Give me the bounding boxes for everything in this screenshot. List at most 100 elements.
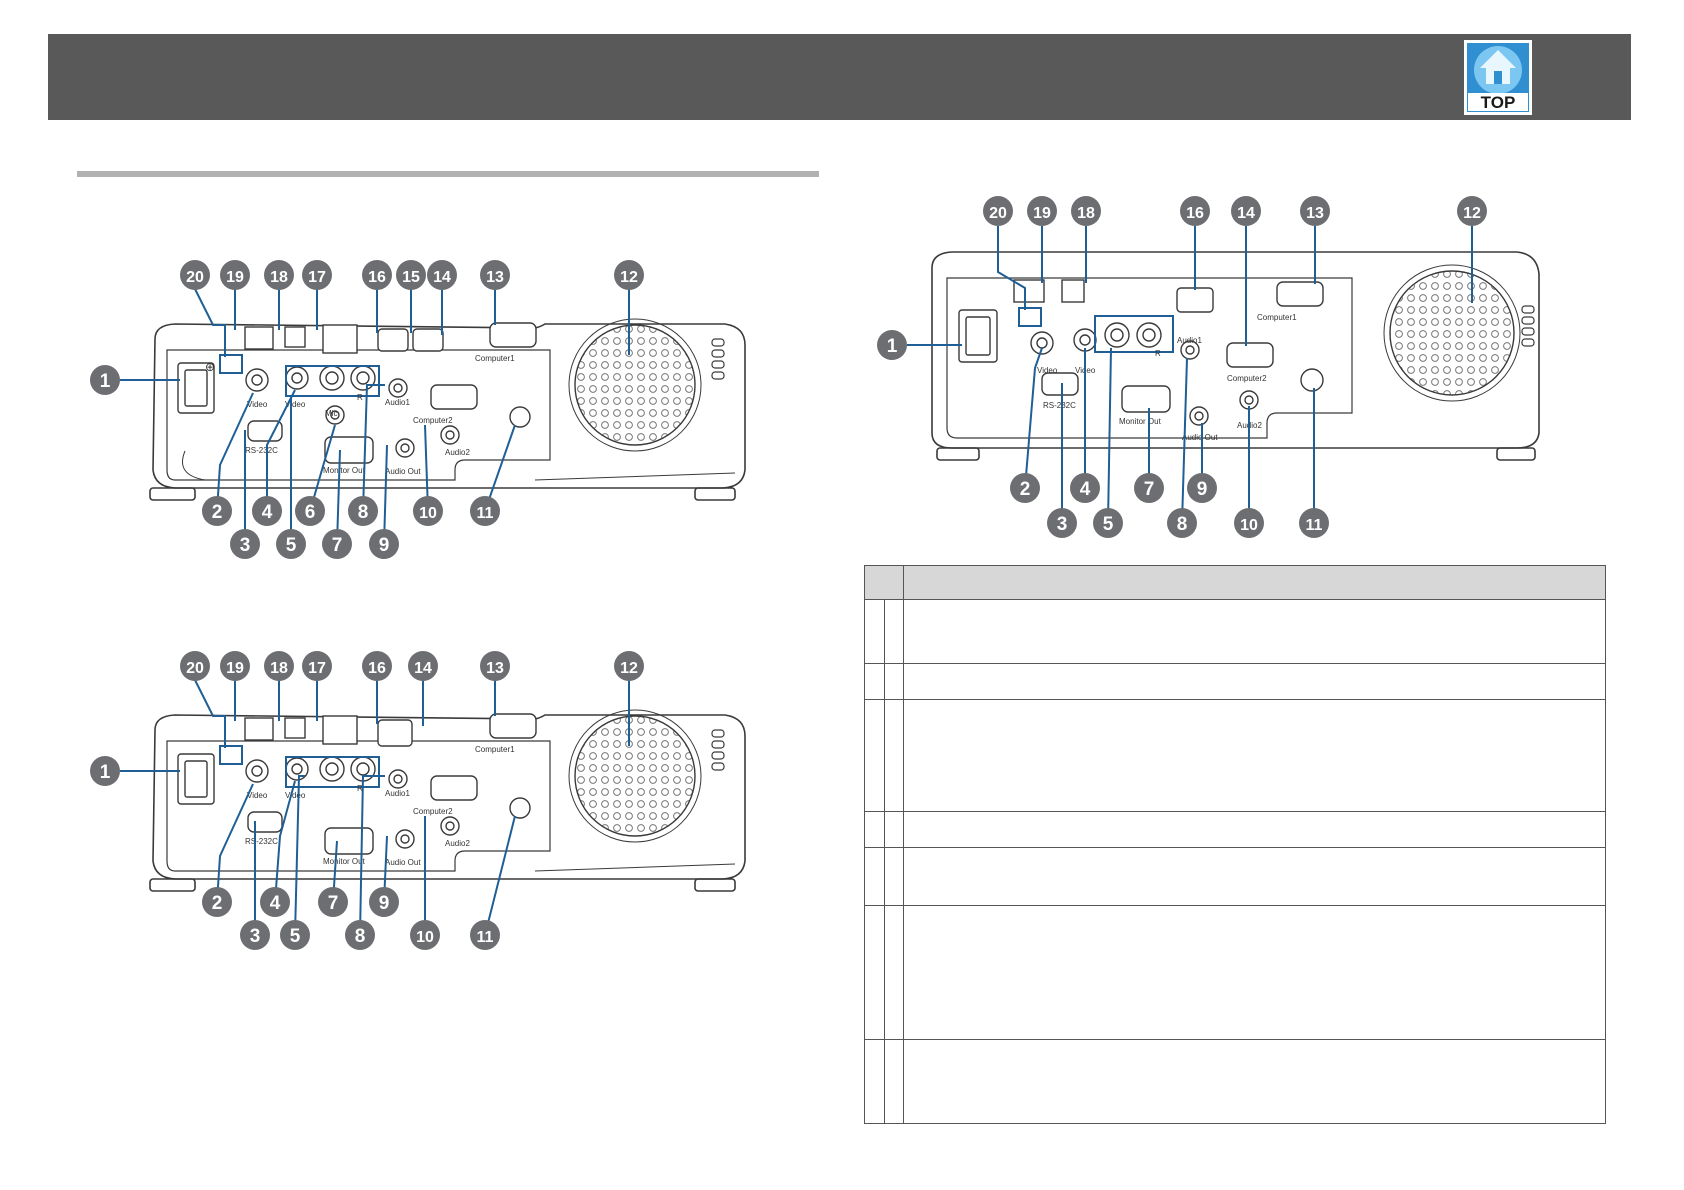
rear-panel-diagram-full: ⊕ Video Video RS-232C Monitor Out Audi xyxy=(90,260,746,559)
table-row xyxy=(864,599,1606,664)
svg-text:18: 18 xyxy=(270,269,288,286)
svg-text:4: 4 xyxy=(262,502,273,523)
svg-text:Computer1: Computer1 xyxy=(1257,313,1297,322)
table-row xyxy=(864,1039,1606,1124)
table-row xyxy=(864,811,1606,848)
page-header-bar xyxy=(48,34,1631,120)
svg-text:9: 9 xyxy=(379,893,390,914)
svg-text:12: 12 xyxy=(620,660,638,677)
svg-text:13: 13 xyxy=(1306,205,1324,222)
svg-text:8: 8 xyxy=(358,502,369,523)
top-button[interactable]: TOP xyxy=(1464,40,1532,115)
svg-text:Audio Out: Audio Out xyxy=(385,467,421,476)
svg-text:⊕: ⊕ xyxy=(205,360,215,374)
svg-text:13: 13 xyxy=(486,660,504,677)
svg-text:17: 17 xyxy=(308,660,326,677)
svg-text:16: 16 xyxy=(368,269,386,286)
rear-panel-diagram-standard: Video Video RS-232C Monitor Out Audio Ou… xyxy=(90,651,746,950)
svg-text:6: 6 xyxy=(305,502,316,523)
svg-text:3: 3 xyxy=(1057,514,1068,535)
svg-text:Video: Video xyxy=(247,400,268,409)
svg-text:13: 13 xyxy=(486,269,504,286)
svg-text:Audio1: Audio1 xyxy=(385,789,410,798)
svg-text:19: 19 xyxy=(1033,205,1051,222)
svg-text:R: R xyxy=(357,784,363,793)
svg-text:Audio2: Audio2 xyxy=(445,448,470,457)
svg-text:7: 7 xyxy=(1144,479,1155,500)
table-header-function xyxy=(903,565,1606,600)
table-row xyxy=(864,847,1606,906)
svg-text:19: 19 xyxy=(226,269,244,286)
svg-text:Computer2: Computer2 xyxy=(1227,374,1267,383)
svg-text:2: 2 xyxy=(212,893,223,914)
table-row xyxy=(864,905,1606,1040)
svg-text:Video: Video xyxy=(247,791,268,800)
svg-text:Audio2: Audio2 xyxy=(445,839,470,848)
svg-text:20: 20 xyxy=(186,660,204,677)
svg-text:3: 3 xyxy=(240,535,251,556)
svg-text:10: 10 xyxy=(416,929,434,946)
home-icon xyxy=(1480,50,1516,84)
svg-text:5: 5 xyxy=(286,535,297,556)
svg-text:9: 9 xyxy=(379,535,390,556)
svg-text:Monitor Out: Monitor Out xyxy=(1119,417,1162,426)
svg-text:5: 5 xyxy=(290,926,301,947)
svg-text:11: 11 xyxy=(477,505,494,522)
svg-text:8: 8 xyxy=(355,926,366,947)
table-row xyxy=(864,663,1606,700)
svg-text:19: 19 xyxy=(226,660,244,677)
table-row xyxy=(864,699,1606,812)
svg-text:RS-232C: RS-232C xyxy=(245,837,278,846)
svg-text:12: 12 xyxy=(620,269,638,286)
svg-text:9: 9 xyxy=(1197,479,1208,500)
svg-text:Mic: Mic xyxy=(325,409,337,418)
port-description-table xyxy=(864,565,1606,1124)
svg-text:Video: Video xyxy=(285,791,306,800)
svg-text:RS-232C: RS-232C xyxy=(1043,401,1076,410)
svg-text:10: 10 xyxy=(419,505,437,522)
svg-text:Computer1: Computer1 xyxy=(475,745,515,754)
svg-text:7: 7 xyxy=(328,893,339,914)
svg-text:R: R xyxy=(357,393,363,402)
top-label: TOP xyxy=(1481,93,1516,112)
svg-text:5: 5 xyxy=(1103,514,1114,535)
svg-text:RS-232C: RS-232C xyxy=(245,446,278,455)
svg-text:7: 7 xyxy=(332,535,343,556)
svg-text:20: 20 xyxy=(186,269,204,286)
svg-text:Audio Out: Audio Out xyxy=(1182,433,1218,442)
svg-text:R: R xyxy=(1155,349,1161,358)
svg-text:Video: Video xyxy=(285,400,306,409)
svg-text:18: 18 xyxy=(270,660,288,677)
svg-text:2: 2 xyxy=(212,502,223,523)
svg-text:1: 1 xyxy=(887,336,898,357)
svg-text:Audio1: Audio1 xyxy=(1177,336,1202,345)
svg-text:11: 11 xyxy=(477,929,494,946)
svg-text:15: 15 xyxy=(402,269,420,286)
svg-text:2: 2 xyxy=(1020,479,1031,500)
svg-text:4: 4 xyxy=(1080,479,1091,500)
svg-text:16: 16 xyxy=(1186,205,1204,222)
svg-text:16: 16 xyxy=(368,660,386,677)
svg-text:17: 17 xyxy=(308,269,326,286)
svg-text:Video: Video xyxy=(1037,366,1058,375)
rear-panel-diagram-basic: Video Video RS-232C Monitor Out Audio Ou… xyxy=(877,196,1540,538)
svg-text:8: 8 xyxy=(1177,514,1188,535)
svg-text:11: 11 xyxy=(1306,517,1323,534)
svg-text:12: 12 xyxy=(1463,205,1481,222)
svg-text:3: 3 xyxy=(250,926,261,947)
svg-text:Monitor Out: Monitor Out xyxy=(323,466,366,475)
svg-text:10: 10 xyxy=(1240,517,1258,534)
svg-text:Audio Out: Audio Out xyxy=(385,858,421,867)
svg-text:14: 14 xyxy=(414,660,432,677)
svg-text:20: 20 xyxy=(989,205,1007,222)
svg-text:14: 14 xyxy=(433,269,451,286)
svg-text:1: 1 xyxy=(100,371,111,392)
svg-text:Audio1: Audio1 xyxy=(385,398,410,407)
svg-text:14: 14 xyxy=(1237,205,1255,222)
svg-text:4: 4 xyxy=(270,893,281,914)
svg-text:Monitor Out: Monitor Out xyxy=(323,857,366,866)
table-header-name xyxy=(864,565,904,600)
svg-text:Computer2: Computer2 xyxy=(413,416,453,425)
svg-text:Computer2: Computer2 xyxy=(413,807,453,816)
svg-text:1: 1 xyxy=(100,762,111,783)
